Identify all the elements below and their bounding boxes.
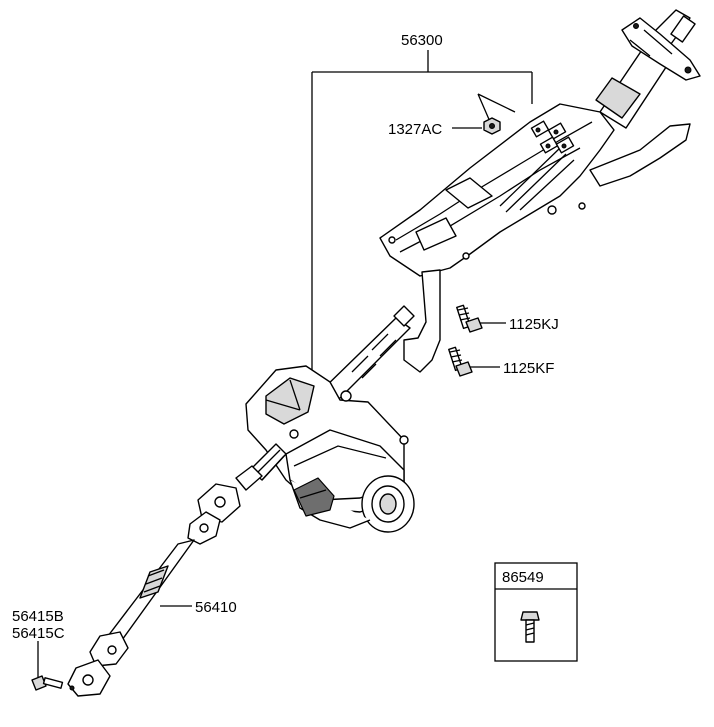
label-56415b: 56415B [12,608,64,625]
bolt-1125kj [456,304,483,333]
boxed-part-86549 [494,562,578,662]
joint-bolt-56415 [31,675,64,691]
intermediate-shaft-56410 [67,465,263,697]
label-1125kj: 1125KJ [509,316,559,333]
bolt-1125kf [448,346,473,377]
label-56415c: 56415C [12,625,65,642]
eps-motor-housing [245,365,415,533]
label-56410: 56410 [195,599,237,616]
leader-lines [37,50,533,680]
steering-column-upper [379,9,701,373]
label-1125kf: 1125KF [503,360,554,377]
label-1327ac: 1327AC [388,121,442,138]
label-86549: 86549 [502,569,544,586]
labels: 56300 1327AC 1125KJ 1125KF 56410 56415B … [12,32,559,642]
label-56300: 56300 [401,32,443,49]
nut-1327ac [483,117,501,135]
